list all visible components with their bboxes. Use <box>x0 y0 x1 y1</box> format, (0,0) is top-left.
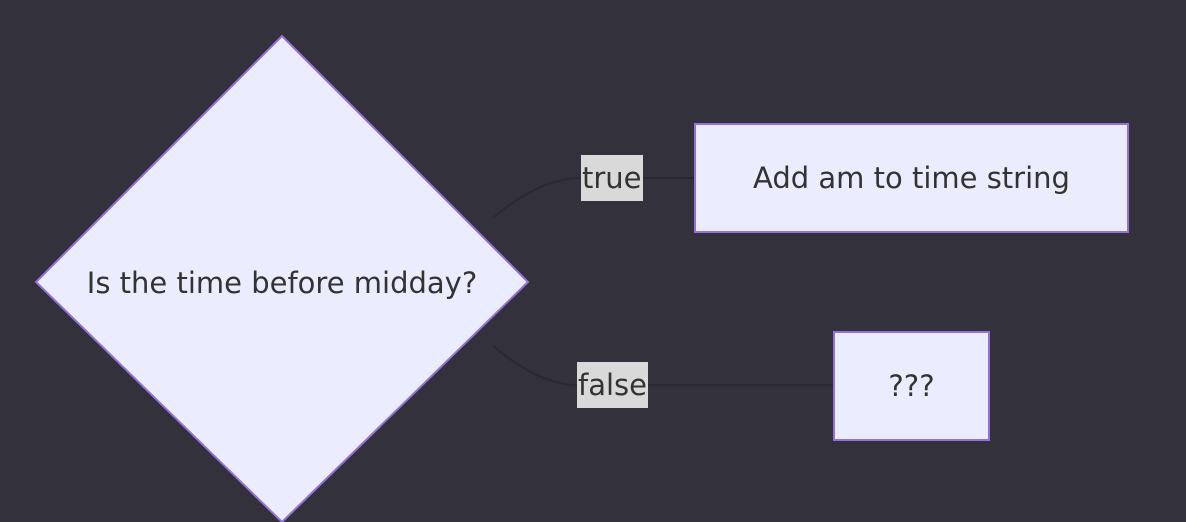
process-node-add-am[interactable]: Add am to time string <box>694 123 1129 233</box>
decision-diamond[interactable] <box>34 34 530 522</box>
process-node-label: Add am to time string <box>753 161 1070 195</box>
edge-true-line <box>492 177 694 219</box>
edge-label-true: true <box>581 155 643 201</box>
edge-label-false: false <box>577 362 648 408</box>
decision-label: Is the time before midday? <box>86 266 478 300</box>
process-node-label: ??? <box>888 369 935 403</box>
edge-false-line <box>492 345 833 386</box>
process-node-unknown[interactable]: ??? <box>833 331 990 441</box>
